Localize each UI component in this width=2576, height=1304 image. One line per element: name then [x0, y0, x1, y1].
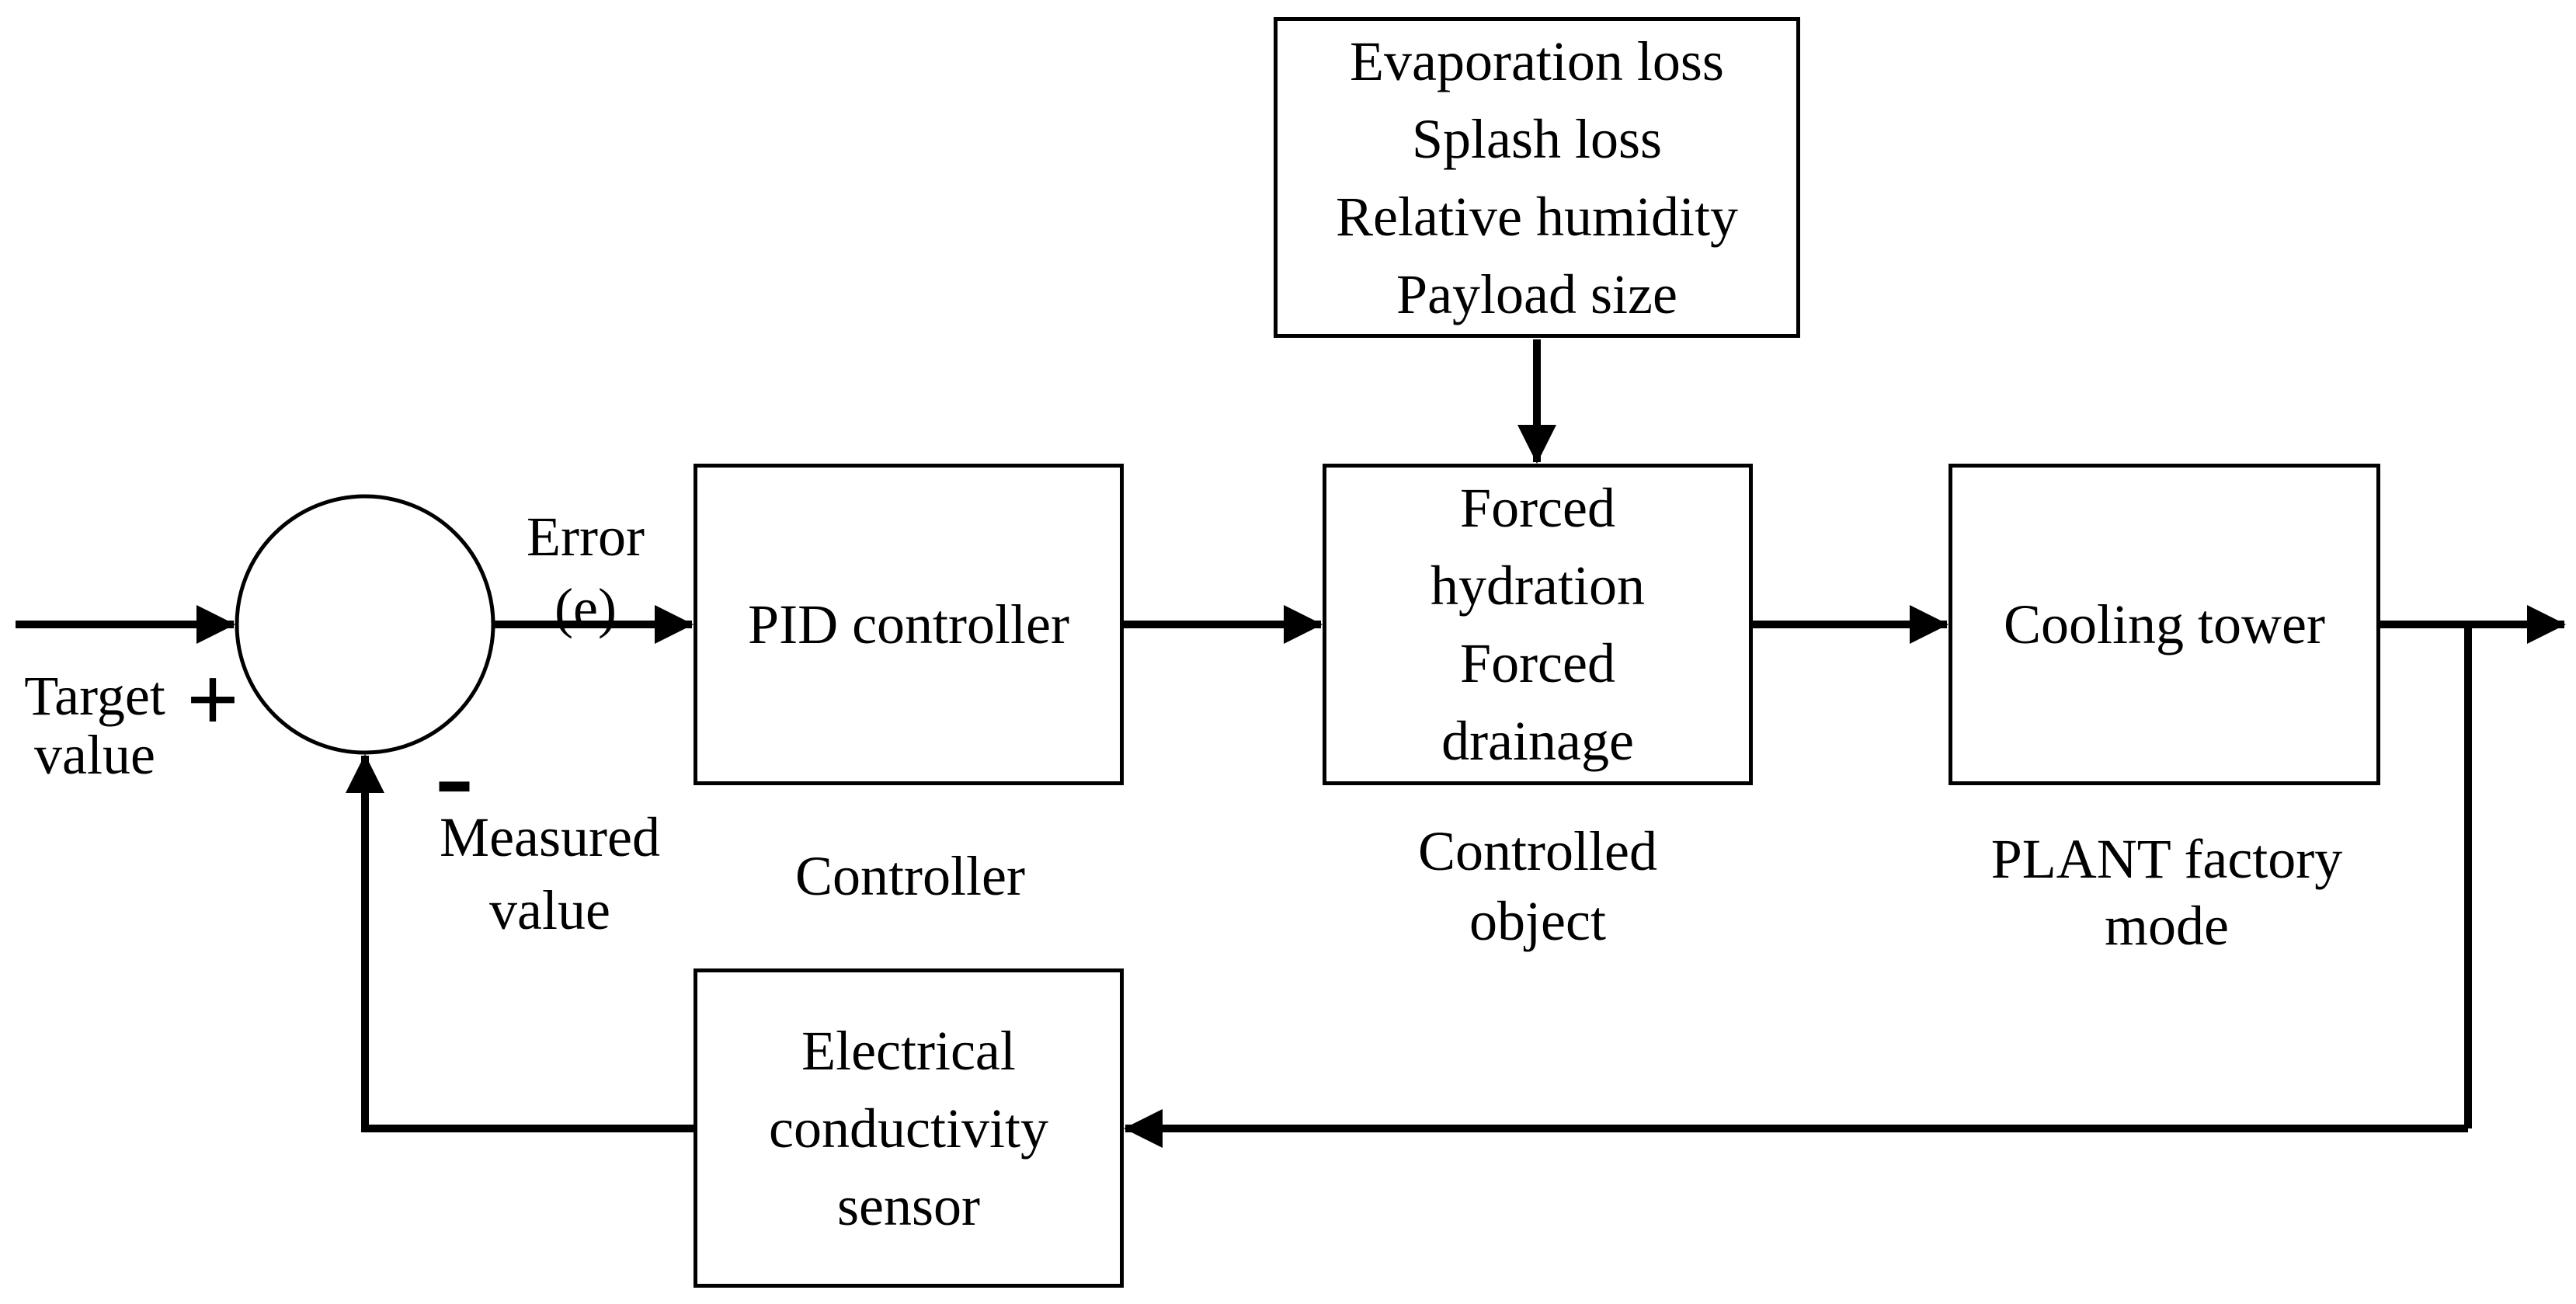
measured-value-line-1: Measured [440, 806, 660, 868]
controlled-object-caption-line-1: Controlled [1418, 820, 1657, 882]
plant-factory-caption-line-2: mode [2105, 895, 2229, 957]
pid-controller-box: PID controller [694, 464, 1124, 785]
error-line-2: (e) [554, 577, 617, 639]
measured-value-line-2: value [489, 879, 610, 941]
disturbance-line-1: Evaporation loss [1350, 30, 1724, 92]
process-line-1: Forced [1460, 477, 1615, 539]
controlled-object-caption-line-2: object [1469, 890, 1606, 952]
sensor-line-2: conductivity [769, 1097, 1048, 1160]
error-label: Error (e) [527, 501, 645, 644]
sensor-line-3: sensor [837, 1174, 980, 1237]
error-line-1: Error [527, 506, 645, 568]
plus-sign: + [186, 648, 240, 751]
process-line-2: hydration [1431, 555, 1645, 617]
process-line-3: Forced [1460, 632, 1615, 694]
controlled-object-caption: Controlled object [1418, 816, 1657, 956]
disturbance-line-4: Payload size [1396, 263, 1677, 325]
minus-sign: - [435, 711, 474, 840]
target-value-label: Target value [24, 666, 165, 784]
controlled-object-box: Forced hydration Forced drainage [1323, 464, 1753, 785]
disturbance-line-3: Relative humidity [1336, 185, 1738, 248]
plant-factory-mode-caption: PLANT factory mode [1991, 826, 2343, 959]
sensor-box: Electrical conductivity sensor [694, 968, 1124, 1288]
process-line-4: drainage [1441, 710, 1634, 772]
target-value-line-1: Target [24, 665, 165, 727]
summing-junction [235, 494, 495, 755]
disturbance-box: Evaporation loss Splash loss Relative hu… [1274, 17, 1800, 338]
measured-value-label: Measured value [440, 801, 660, 947]
cooling-tower-box: Cooling tower [1949, 464, 2380, 785]
controller-caption: Controller [795, 845, 1025, 907]
plant-factory-caption-line-1: PLANT factory [1990, 828, 2343, 890]
sensor-line-1: Electrical [801, 1019, 1016, 1082]
measured-value-arrow [346, 754, 694, 1132]
disturbance-line-2: Splash loss [1411, 107, 1663, 170]
cooling-tower-label: Cooling tower [2004, 593, 2325, 655]
pid-controller-label: PID controller [748, 593, 1069, 655]
target-value-line-2: value [34, 724, 155, 786]
